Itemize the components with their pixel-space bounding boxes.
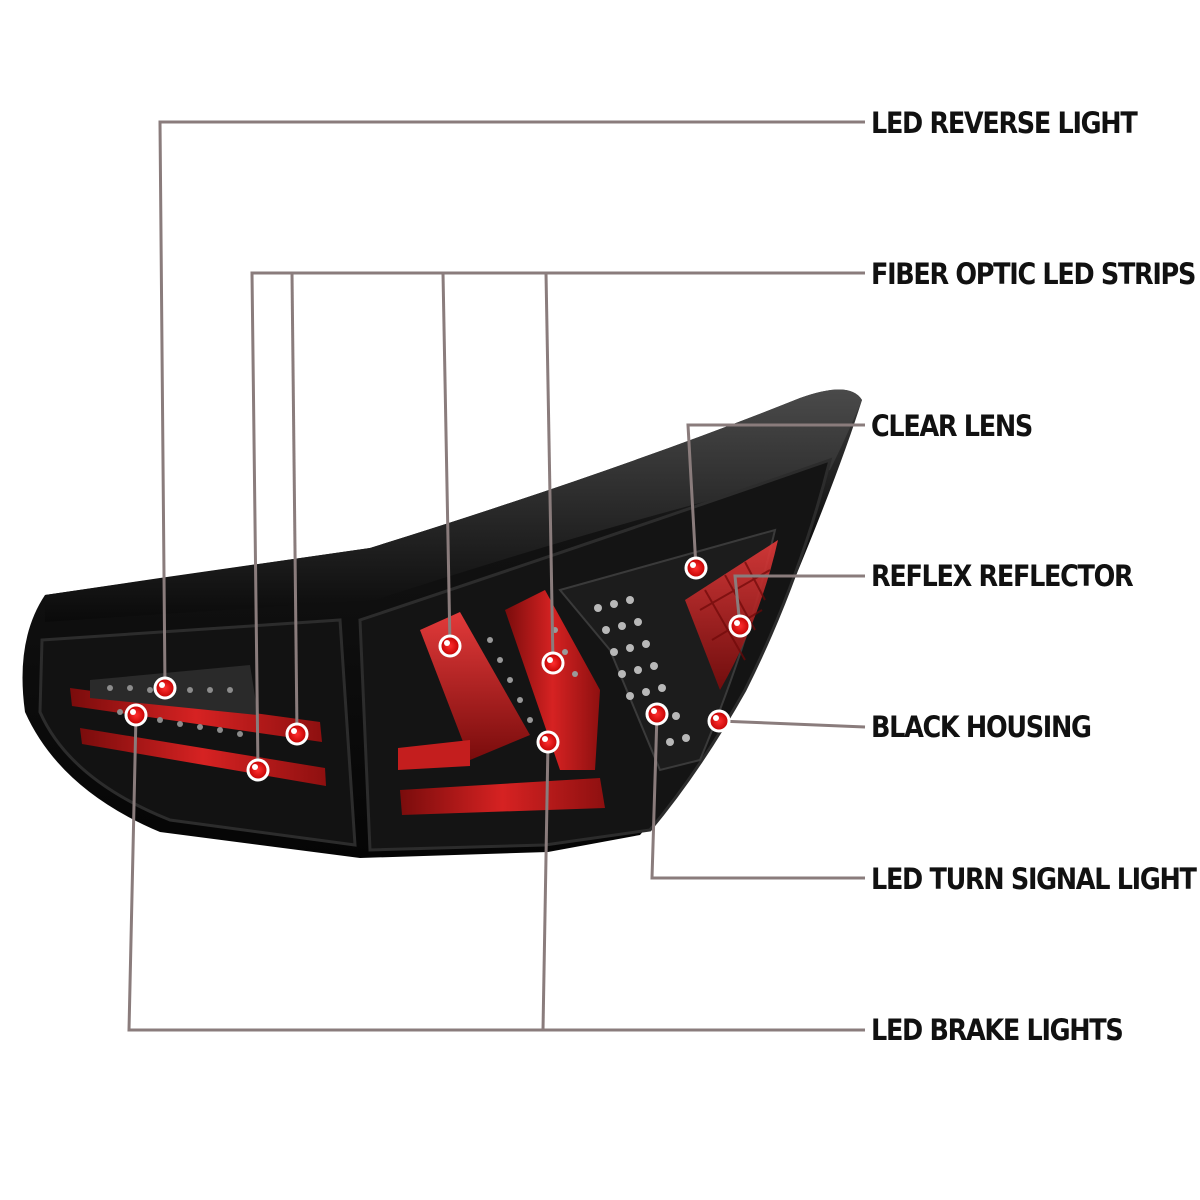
label-fiber-optic-led-strips: FIBER OPTIC LED STRIPS: [871, 257, 1196, 291]
leader-line-brake-a: [127, 714, 865, 1032]
leader-line-black-housing: [718, 719, 866, 729]
callout-markers: [124, 556, 752, 782]
callout-dot-fiber-inner-a: [438, 634, 462, 658]
leader-line-fiber-optic-c: [441, 272, 452, 647]
callout-dot-fiber-outer-b: [285, 722, 309, 746]
inner-fiber-strip-diagonal: [505, 590, 600, 770]
leader-line-fiber-optic-a: [250, 271, 865, 771]
inner-fiber-strip-lower: [398, 740, 470, 770]
leader-line-brake-b: [541, 741, 550, 1031]
callout-dot-reverse: [153, 676, 177, 700]
callout-dot-housing: [707, 709, 731, 733]
callout-dot-fiber-inner-b: [541, 651, 565, 675]
leader-line-clear-lens: [686, 423, 865, 569]
callout-dot-turn-signal: [645, 702, 669, 726]
leader-line-fiber-optic-b: [290, 272, 299, 735]
leader-line-reflex-reflector: [733, 574, 865, 627]
leader-lines: [127, 120, 866, 1032]
callout-dot-fiber-outer-a: [246, 758, 270, 782]
leader-line-led-turn-signal: [650, 713, 865, 880]
leader-line-fiber-optic-d: [544, 272, 555, 664]
callout-dot-clear-lens: [684, 556, 708, 580]
outer-lamp-panel: [38, 618, 357, 847]
label-led-turn-signal-light: LED TURN SIGNAL LIGHT: [871, 862, 1197, 896]
label-reflex-reflector: REFLEX REFLECTOR: [871, 559, 1134, 593]
callout-dot-brake-outer: [124, 703, 148, 727]
label-led-brake-lights: LED BRAKE LIGHTS: [871, 1013, 1124, 1047]
label-clear-lens: CLEAR LENS: [871, 409, 1033, 443]
housing-top-band: [45, 389, 862, 622]
leader-line-led-reverse-light: [158, 120, 865, 689]
inner-brake-strip: [400, 778, 605, 815]
label-led-reverse-light: LED REVERSE LIGHT: [871, 106, 1138, 140]
callout-dot-reflex: [728, 614, 752, 638]
label-black-housing: BLACK HOUSING: [871, 710, 1092, 744]
callout-dot-brake-inner: [536, 730, 560, 754]
